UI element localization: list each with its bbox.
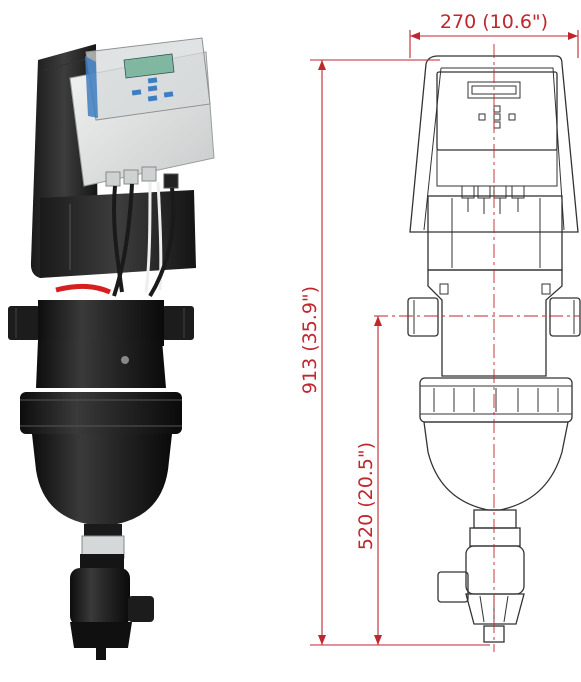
flush-valve <box>70 524 154 660</box>
controller-button <box>147 95 158 102</box>
controller-box <box>69 37 215 189</box>
pipe-connection <box>8 300 194 346</box>
display-screen <box>123 53 175 79</box>
controller-faceplate <box>436 71 558 151</box>
pipe-outline <box>407 269 581 377</box>
controller-button <box>163 91 174 98</box>
filter-housing <box>36 340 166 388</box>
inlet-height-dimension: 520 (20.5") <box>355 316 382 645</box>
clamp-ring <box>20 392 182 434</box>
cables <box>55 181 176 298</box>
filter-bowl <box>32 434 172 526</box>
valve-outline <box>437 509 525 643</box>
bracket-outline <box>427 195 563 271</box>
bowl-outline <box>423 421 569 511</box>
width-dimension: 270 (10.6") <box>409 11 579 58</box>
controller-button <box>131 89 142 96</box>
controller-button <box>147 77 158 84</box>
inlet-height-label: 520 (20.5") <box>355 442 377 550</box>
cable-glands-outline <box>461 185 525 214</box>
product-photo <box>8 37 215 660</box>
total-height-dimension: 913 (35.9") <box>299 59 490 646</box>
technical-drawing: 270 (10.6") 913 (35.9") 520 (20.5") <box>299 11 581 652</box>
controller-button <box>147 85 158 92</box>
controller-outline <box>409 55 579 233</box>
motor-bracket <box>40 190 196 278</box>
total-height-label: 913 (35.9") <box>299 286 321 394</box>
keypad-outline <box>478 105 516 129</box>
width-label: 270 (10.6") <box>440 11 548 33</box>
clamp-ring-outline <box>419 377 573 423</box>
